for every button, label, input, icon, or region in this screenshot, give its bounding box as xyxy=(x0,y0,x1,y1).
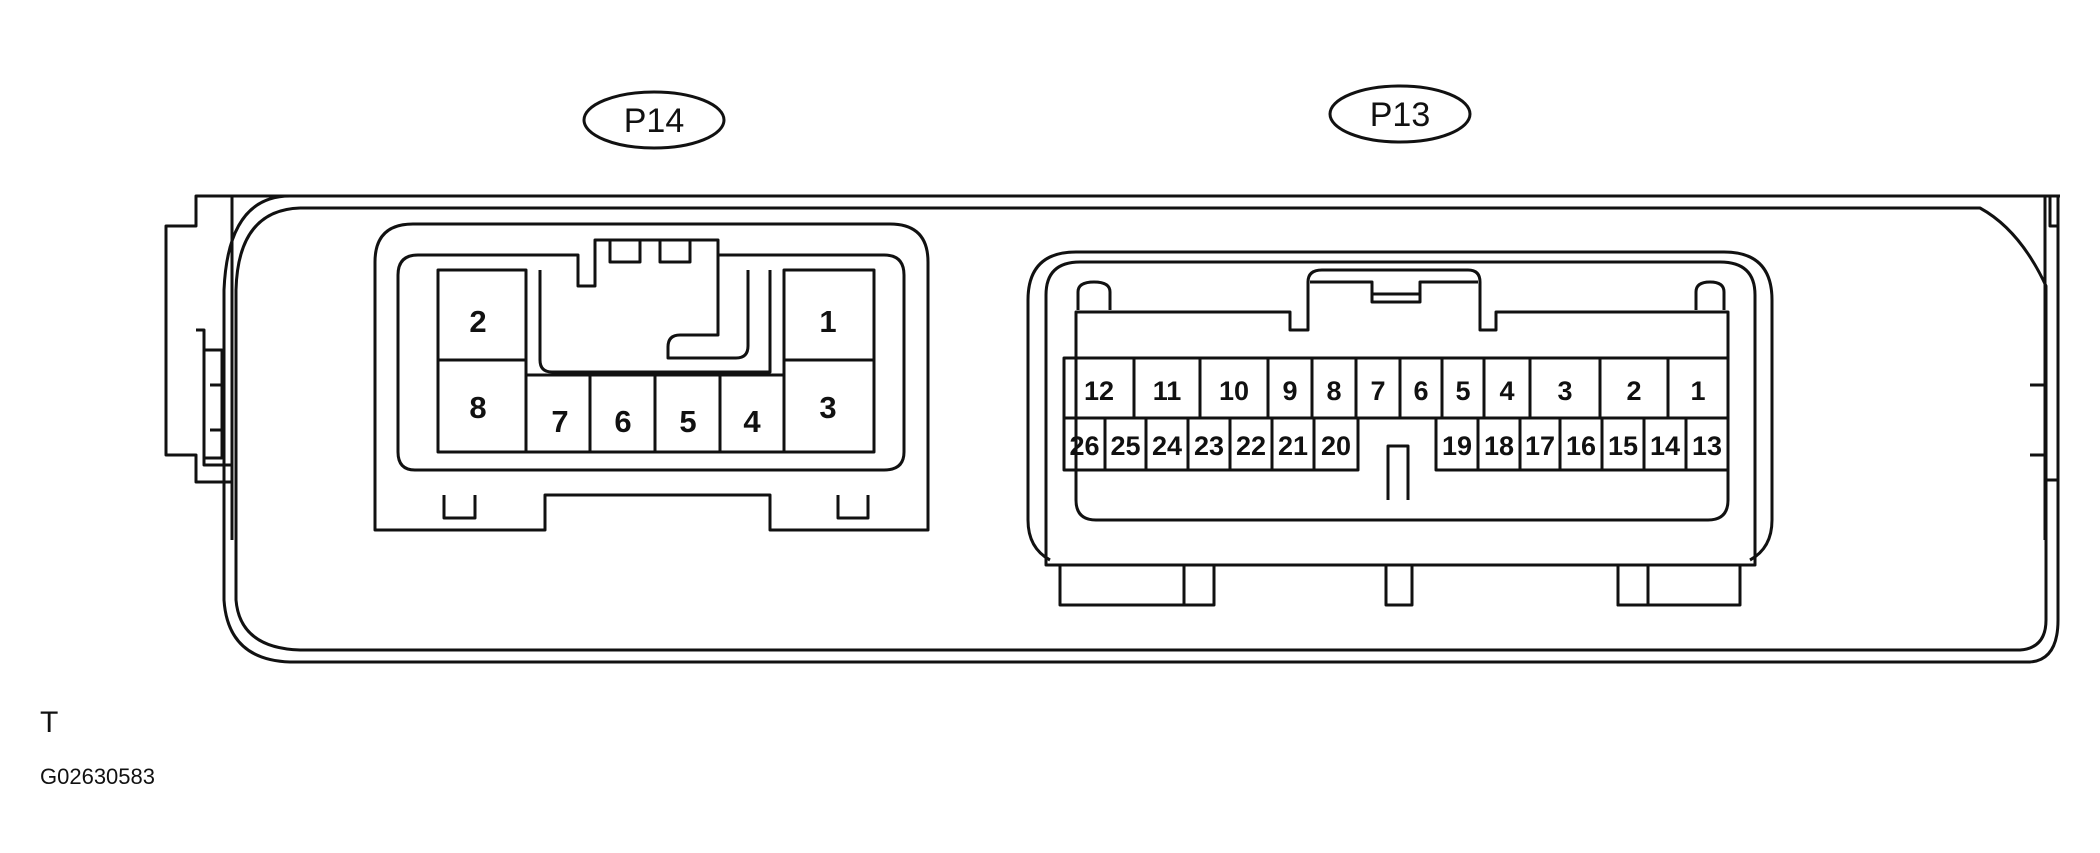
p13-pin-22: 22 xyxy=(1236,431,1266,461)
p14-label: P14 xyxy=(624,102,685,140)
figure-code: G02630583 xyxy=(40,764,155,789)
p13-pin-9: 9 xyxy=(1282,376,1297,406)
p14-pin-1: 1 xyxy=(819,304,836,339)
p13-pin-5: 5 xyxy=(1455,376,1470,406)
p13-pin-4: 4 xyxy=(1499,376,1514,406)
p14-pin-7: 7 xyxy=(551,404,568,439)
p14-pin-5: 5 xyxy=(679,404,696,439)
ecu-housing xyxy=(164,194,2060,664)
p13-pin-6: 6 xyxy=(1413,376,1428,406)
p14-pin-8: 8 xyxy=(469,390,486,425)
p13-pin-20: 20 xyxy=(1321,431,1351,461)
p13-pin-21: 21 xyxy=(1278,431,1308,461)
p13-pin-1: 1 xyxy=(1690,376,1705,406)
p13-pin-2: 2 xyxy=(1626,376,1641,406)
p13-pin-12: 12 xyxy=(1084,376,1114,406)
p13-pin-13: 13 xyxy=(1692,431,1722,461)
p13-pin-14: 14 xyxy=(1650,431,1680,461)
p13-pin-25: 25 xyxy=(1110,431,1140,461)
p13-pin-26: 26 xyxy=(1069,431,1099,461)
p13-bottom-right-pins: 19 18 17 16 15 14 13 xyxy=(1442,431,1722,461)
p13-pin-18: 18 xyxy=(1484,431,1514,461)
p13-pin-11: 11 xyxy=(1153,376,1182,406)
p13-pin-24: 24 xyxy=(1152,431,1182,461)
footer-letter: T xyxy=(40,706,59,739)
p13-pin-16: 16 xyxy=(1566,431,1596,461)
connector-p14 xyxy=(373,222,930,532)
p14-pin-3: 3 xyxy=(819,390,836,425)
p14-pin-numbers: 2 1 8 7 6 5 4 3 xyxy=(469,304,836,439)
p13-pin-10: 10 xyxy=(1219,376,1249,406)
p13-pin-17: 17 xyxy=(1525,431,1555,461)
p14-pin-4: 4 xyxy=(743,404,761,439)
p13-label-ellipse xyxy=(1328,84,1472,144)
p14-pin-2: 2 xyxy=(469,304,486,339)
p13-pin-19: 19 xyxy=(1442,431,1472,461)
p13-pin-7: 7 xyxy=(1370,376,1385,406)
p14-label-ellipse xyxy=(582,90,726,150)
p13-bottom-left-pins: 26 25 24 23 22 21 20 xyxy=(1069,431,1351,461)
p13-pin-3: 3 xyxy=(1557,376,1572,406)
p14-pin-6: 6 xyxy=(614,404,631,439)
p13-pin-15: 15 xyxy=(1608,431,1638,461)
p13-label: P13 xyxy=(1370,96,1431,134)
p13-pin-23: 23 xyxy=(1194,431,1224,461)
p13-pin-8: 8 xyxy=(1326,376,1341,406)
connector-p13 xyxy=(1026,250,1774,607)
